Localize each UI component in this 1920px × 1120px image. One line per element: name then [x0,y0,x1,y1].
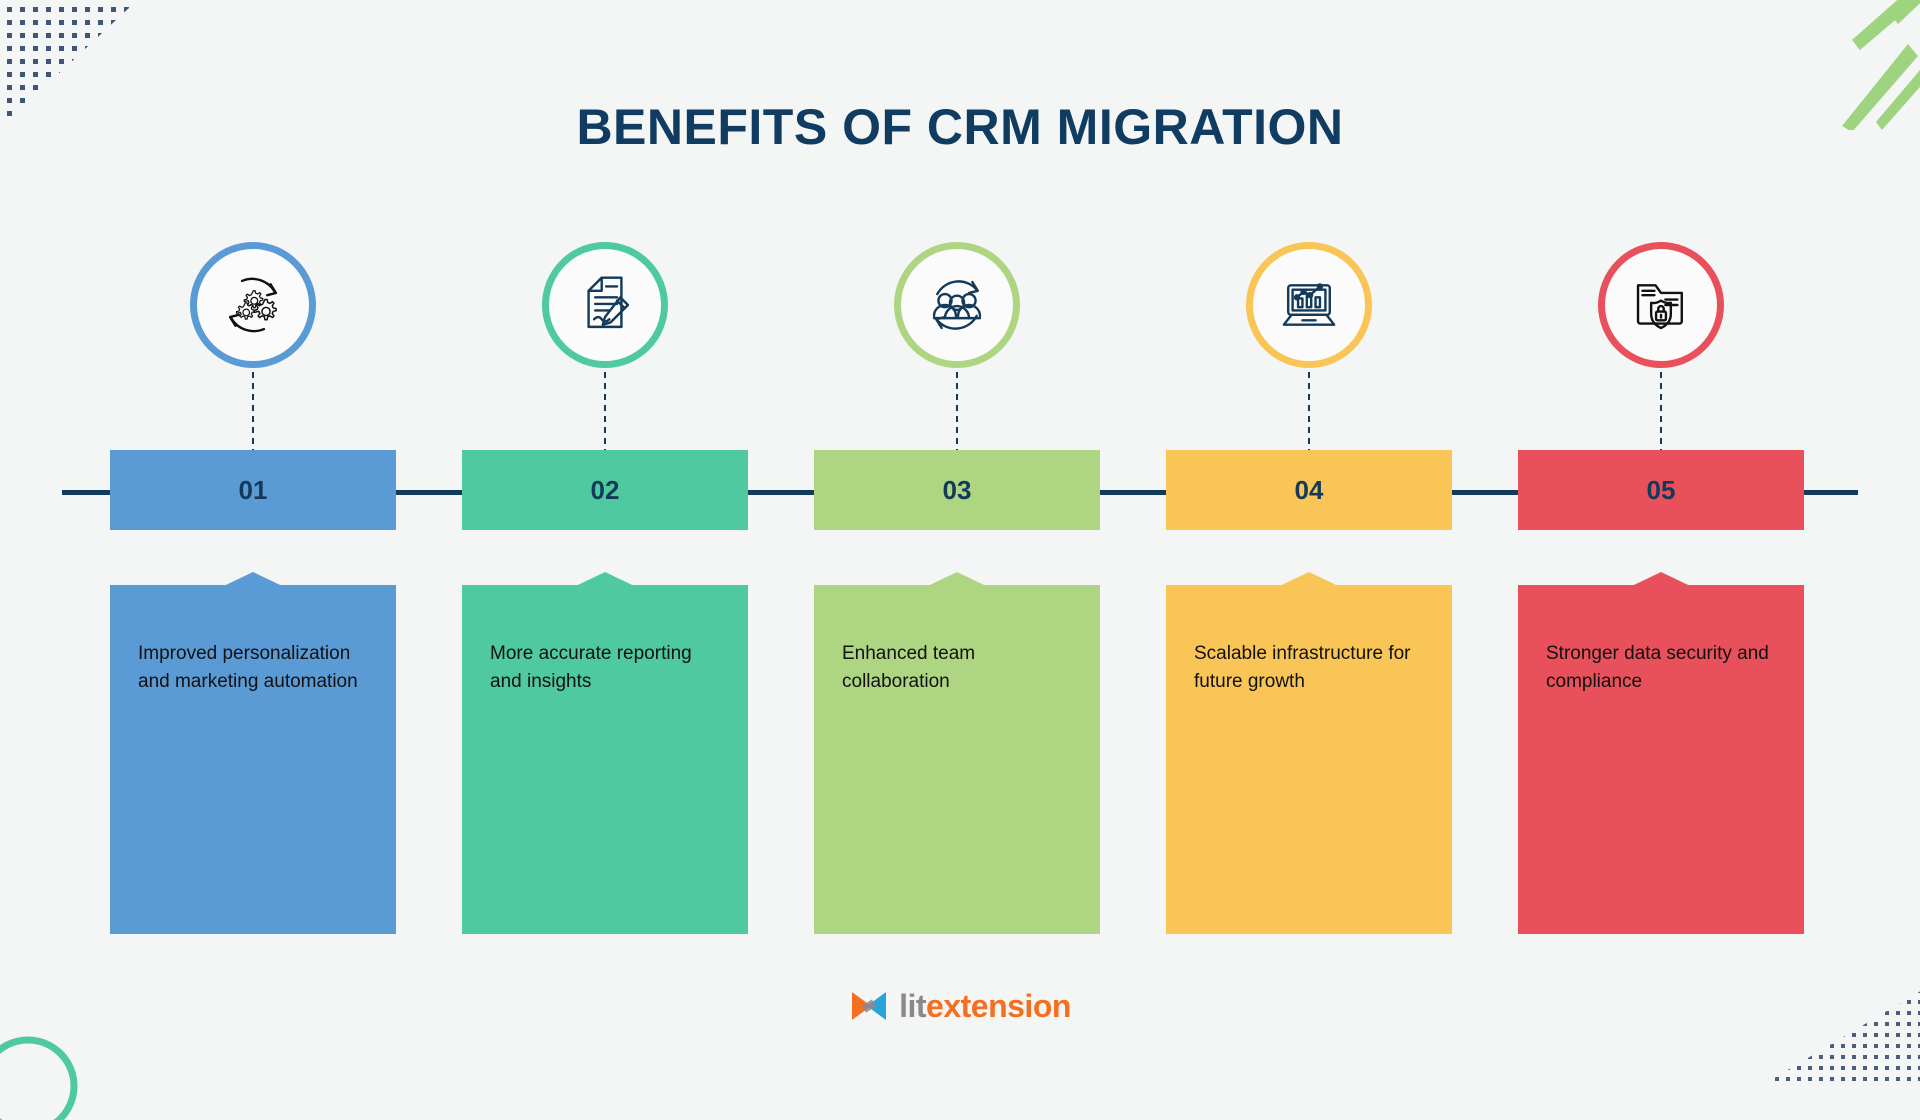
logo-text-extension: extension [926,987,1071,1024]
brand-logo: litextension [0,986,1920,1026]
step-01-number: 01 [238,474,268,505]
page-title: BENEFITS OF CRM MIGRATION [576,99,1344,155]
step-05-number: 05 [1646,474,1676,505]
step-01-icon-circle[interactable] [190,242,316,368]
step-05-number-bar[interactable]: 05 [1518,450,1804,530]
step-04-icon-circle[interactable] [1246,242,1372,368]
step-04-card[interactable]: Scalable infrastructure for future growt… [1166,572,1452,934]
litextension-bowtie-mark [852,992,887,1020]
document-pencil-icon [587,276,630,329]
step-01-number-bar[interactable]: 01 [110,450,396,530]
gears-automation-icon [228,277,278,333]
step-01-card[interactable]: Improved personalization and marketing a… [110,572,396,934]
step-04-connector [1308,372,1310,450]
step-02-card[interactable]: More accurate reporting and insights [462,572,748,934]
logo-wordmark: litextension [899,988,1071,1025]
step-05-icon-circle[interactable] [1598,242,1724,368]
step-02-text: More accurate reporting and insights [490,643,692,692]
laptop-chart-icon [1282,283,1336,326]
step-03-number: 03 [942,474,972,505]
step-03-number-bar[interactable]: 03 [814,450,1100,530]
step-04-number: 04 [1294,474,1324,505]
step-03-connector [956,372,958,450]
step-04-text: Scalable infrastructure for future growt… [1194,643,1411,692]
step-01-text: Improved personalization and marketing a… [138,643,358,692]
step-03-icon-circle[interactable] [894,242,1020,368]
logo-text-lit: lit [899,987,927,1024]
step-04-number-bar[interactable]: 04 [1166,450,1452,530]
step-03-text: Enhanced team collaboration [842,643,976,692]
steps-track: 01 Improved personalization and marketin… [110,242,1804,934]
step-02-connector [604,372,606,450]
step-03-card[interactable]: Enhanced team collaboration [814,572,1100,934]
step-02-number-bar[interactable]: 02 [462,450,748,530]
step-05-text: Stronger data security and compliance [1546,643,1769,692]
step-05-connector [1660,372,1662,450]
step-02-number: 02 [590,474,620,505]
step-05-card[interactable]: Stronger data security and compliance [1518,572,1804,934]
step-02-icon-circle[interactable] [542,242,668,368]
step-01-connector [252,372,254,450]
folder-shield-lock-icon [1636,284,1683,330]
team-collaboration-icon [932,280,982,330]
